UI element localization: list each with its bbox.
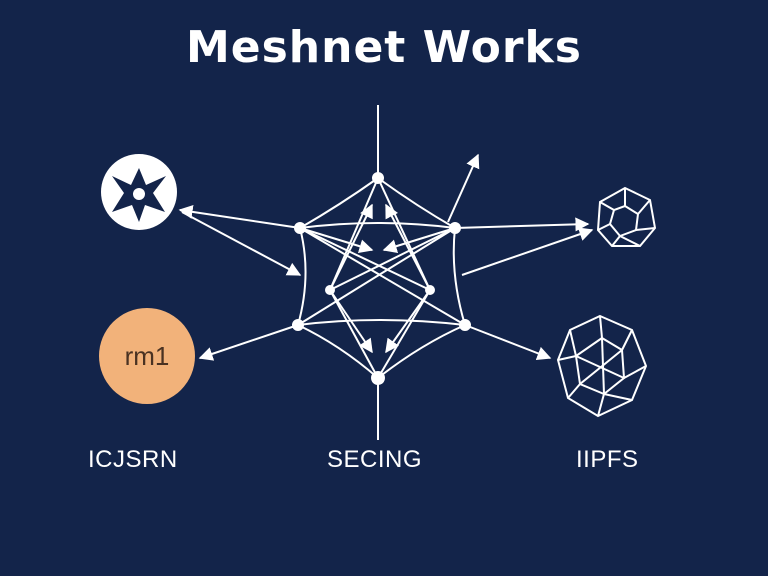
label-iipfs: IIPFS <box>576 446 639 473</box>
diagram-title: Meshnet Works <box>185 22 582 73</box>
badge-text: rm1 <box>125 341 170 371</box>
label-secing: SECING <box>327 446 423 473</box>
rm1-badge-icon: rm1 <box>99 308 195 404</box>
small-polyhedron-icon <box>596 186 657 247</box>
large-polyhedron-icon <box>556 314 648 418</box>
mesh-network-icon <box>292 105 471 440</box>
connection-arrows <box>178 153 594 361</box>
star-emblem-icon <box>101 154 177 230</box>
label-icjsrn: ICJSRN <box>88 446 178 473</box>
